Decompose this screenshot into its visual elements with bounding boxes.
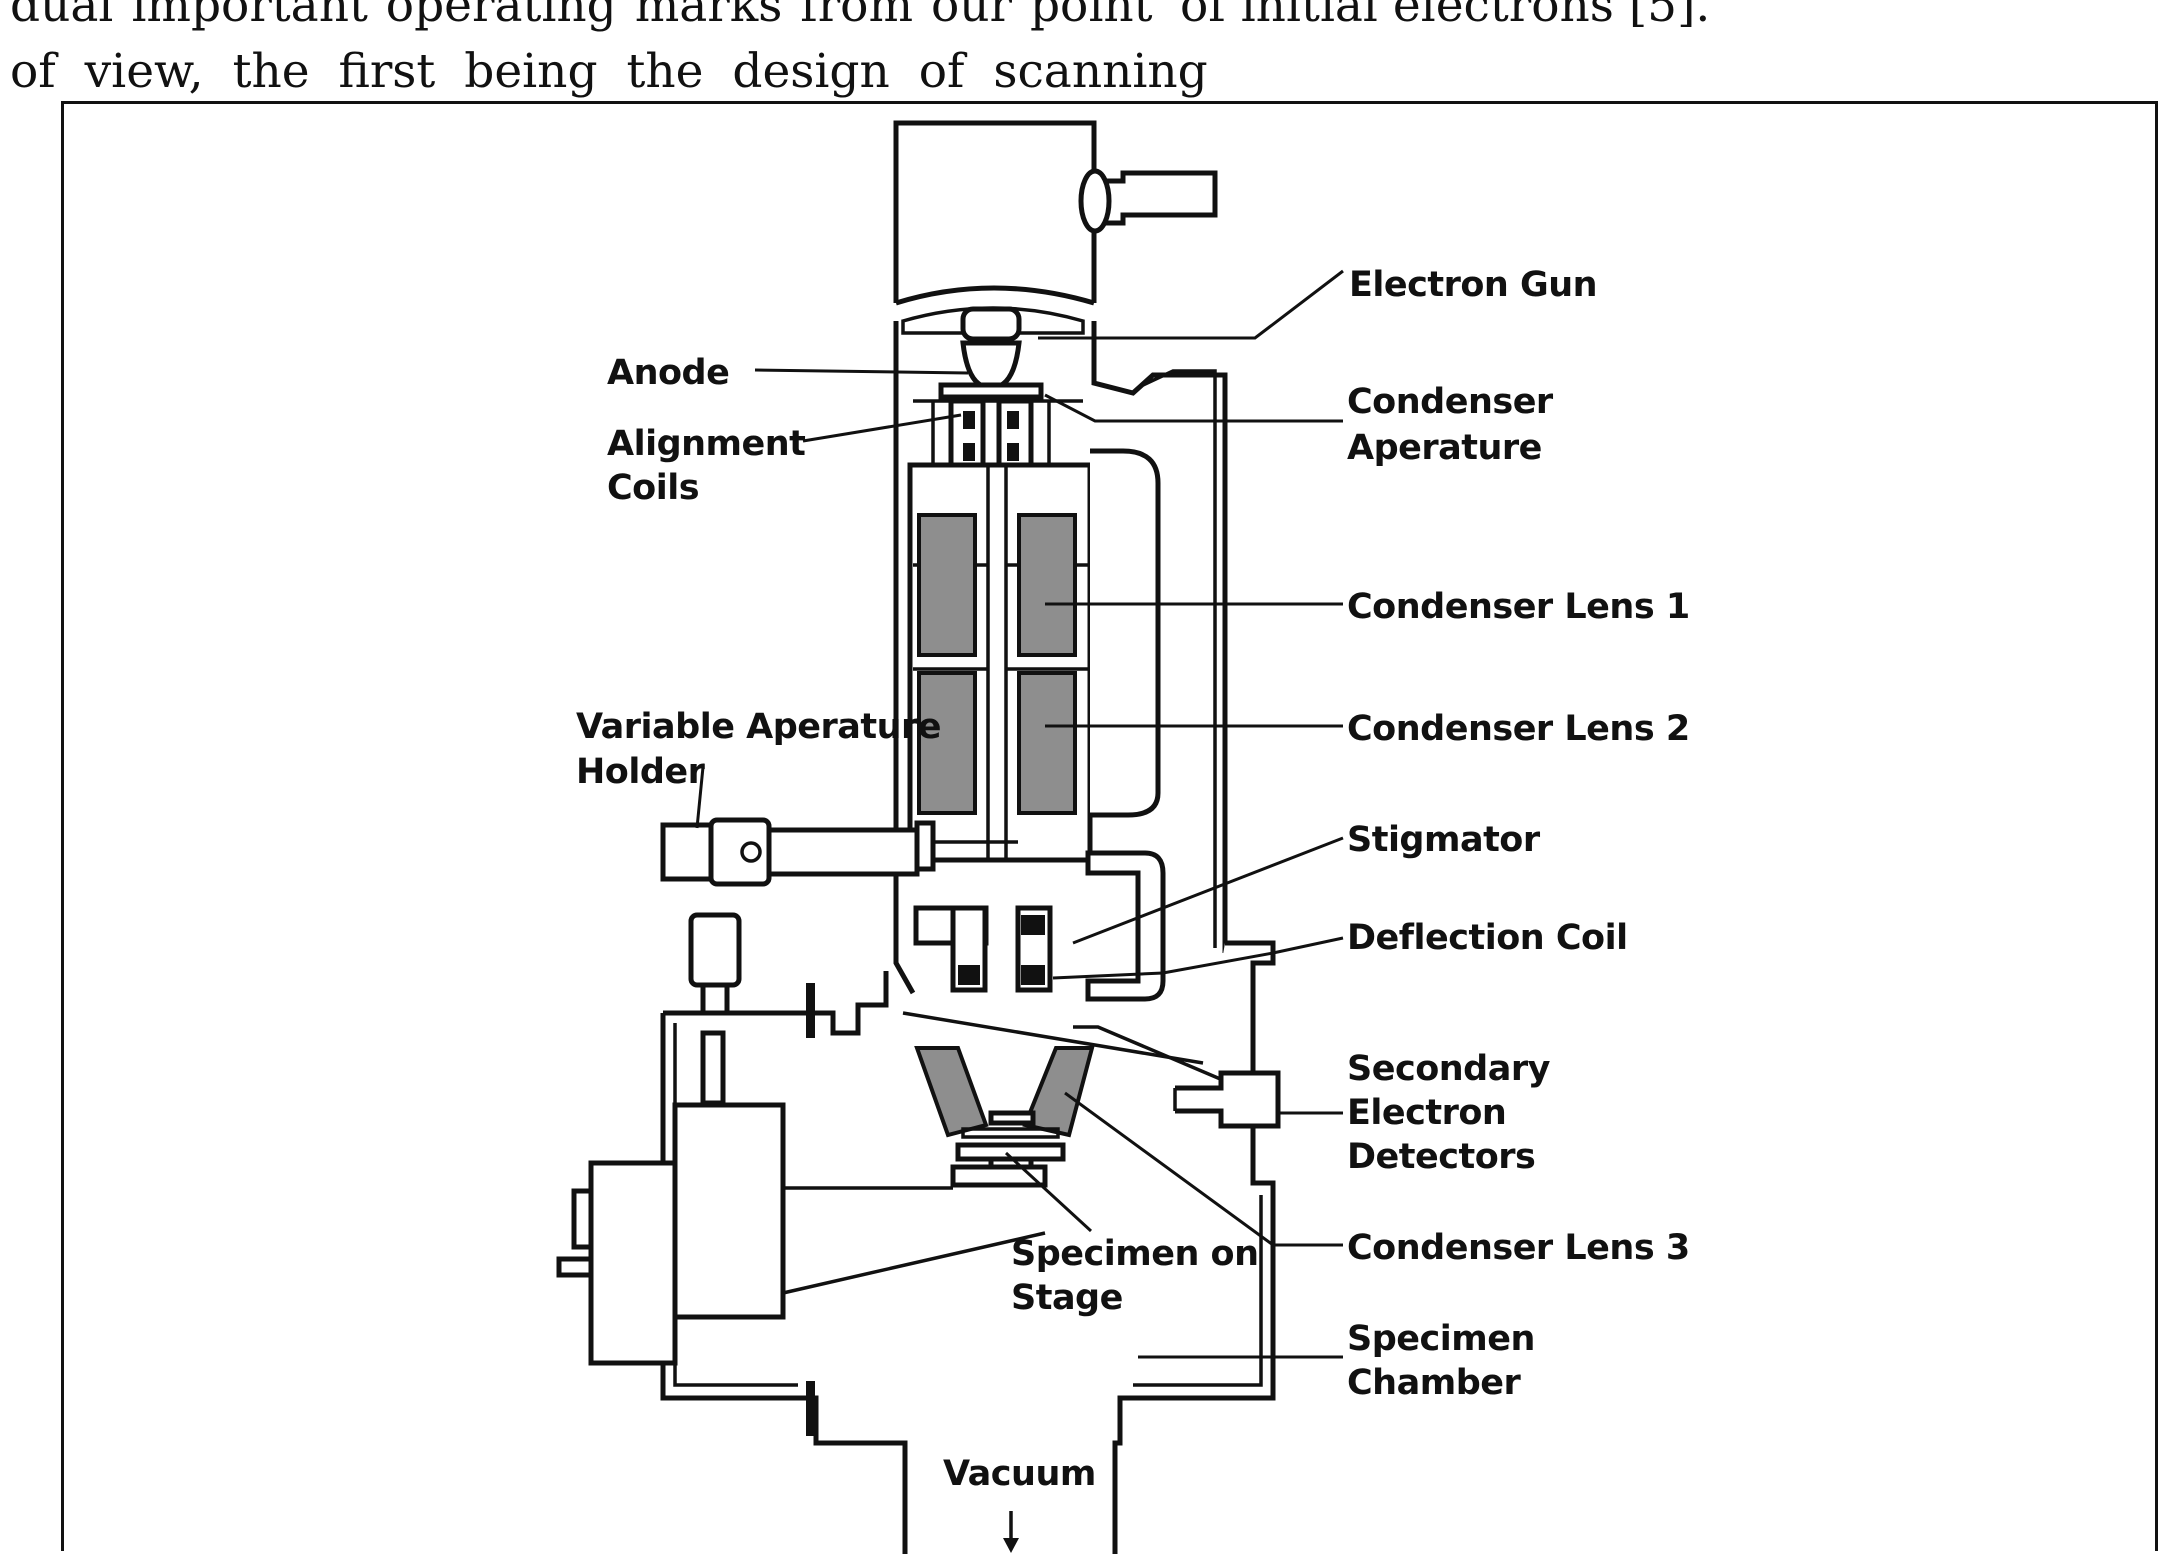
condenser-lens-2-coil-left <box>917 671 977 815</box>
condenser-lens-3-right <box>1022 1046 1095 1138</box>
anode-plate <box>938 382 1044 400</box>
label-specimen-stage-line-2: Stage <box>1011 1278 1123 1318</box>
body-text-left-line-1: dual important operating marks from our … <box>10 0 1153 33</box>
alignment-coils-part <box>931 398 1051 470</box>
label-condenser-lens-1: Condenser Lens 1 <box>1347 587 1690 627</box>
electron-gun-filament <box>960 306 1022 391</box>
leader-lines <box>695 269 1344 1359</box>
label-specimen-chamber-line-2: Chamber <box>1347 1363 1521 1403</box>
stage-drive-unit <box>556 912 786 1366</box>
label-secondary-detectors-line-3: Detectors <box>1347 1137 1535 1177</box>
electron-gun-housing <box>893 120 1218 335</box>
label-variable-aperture-line-2: Holder <box>576 752 706 792</box>
body-text-right-line-1: of initial electrons [5]. <box>1180 0 1711 33</box>
vacuum-arrow <box>1003 1511 1019 1553</box>
label-condenser-lens-2: Condenser Lens 2 <box>1347 709 1690 749</box>
figure-frame: Electron Gun Anode Condenser Aperature A… <box>61 101 2158 1554</box>
condenser-lens-1-coil-left <box>917 513 977 657</box>
label-alignment-coils-line-1: Alignment <box>607 424 805 464</box>
specimen-stage-arm <box>782 1186 1046 1295</box>
label-secondary-detectors-line-1: Secondary <box>1347 1049 1551 1089</box>
label-condenser-aperture-line-2: Aperature <box>1347 428 1542 468</box>
label-electron-gun: Electron Gun <box>1349 265 1597 305</box>
label-specimen-stage-line-1: Specimen on <box>1011 1234 1259 1274</box>
label-alignment-coils-line-2: Coils <box>607 468 699 508</box>
secondary-electron-detector-part <box>1173 1070 1281 1129</box>
label-variable-aperture-line-1: Variable Aperature <box>576 707 941 747</box>
label-condenser-lens-3: Condenser Lens 3 <box>1347 1228 1690 1268</box>
label-condenser-aperture-line-1: Condenser <box>1347 382 1554 422</box>
label-vacuum: Vacuum <box>943 1454 1096 1494</box>
stigmator-deflection-region <box>913 850 1166 1002</box>
label-secondary-detectors-line-2: Electron <box>1347 1093 1506 1133</box>
label-anode: Anode <box>607 353 729 393</box>
sem-diagram: Electron Gun Anode Condenser Aperature A… <box>556 120 1690 1554</box>
label-stigmator: Stigmator <box>1347 820 1541 860</box>
condenser-lens-2-coil-right <box>1017 671 1077 815</box>
variable-aperture-holder-part <box>660 817 1018 887</box>
condenser-lens-1-coil-right <box>1017 513 1077 657</box>
condenser-lens-3-left <box>914 1046 989 1138</box>
label-deflection-coil: Deflection Coil <box>1347 918 1628 958</box>
body-text-left-line-2: of view, the first being the design of s… <box>10 44 1208 99</box>
specimen-on-stage-part <box>950 1110 1066 1188</box>
label-specimen-chamber-line-1: Specimen <box>1347 1319 1535 1359</box>
